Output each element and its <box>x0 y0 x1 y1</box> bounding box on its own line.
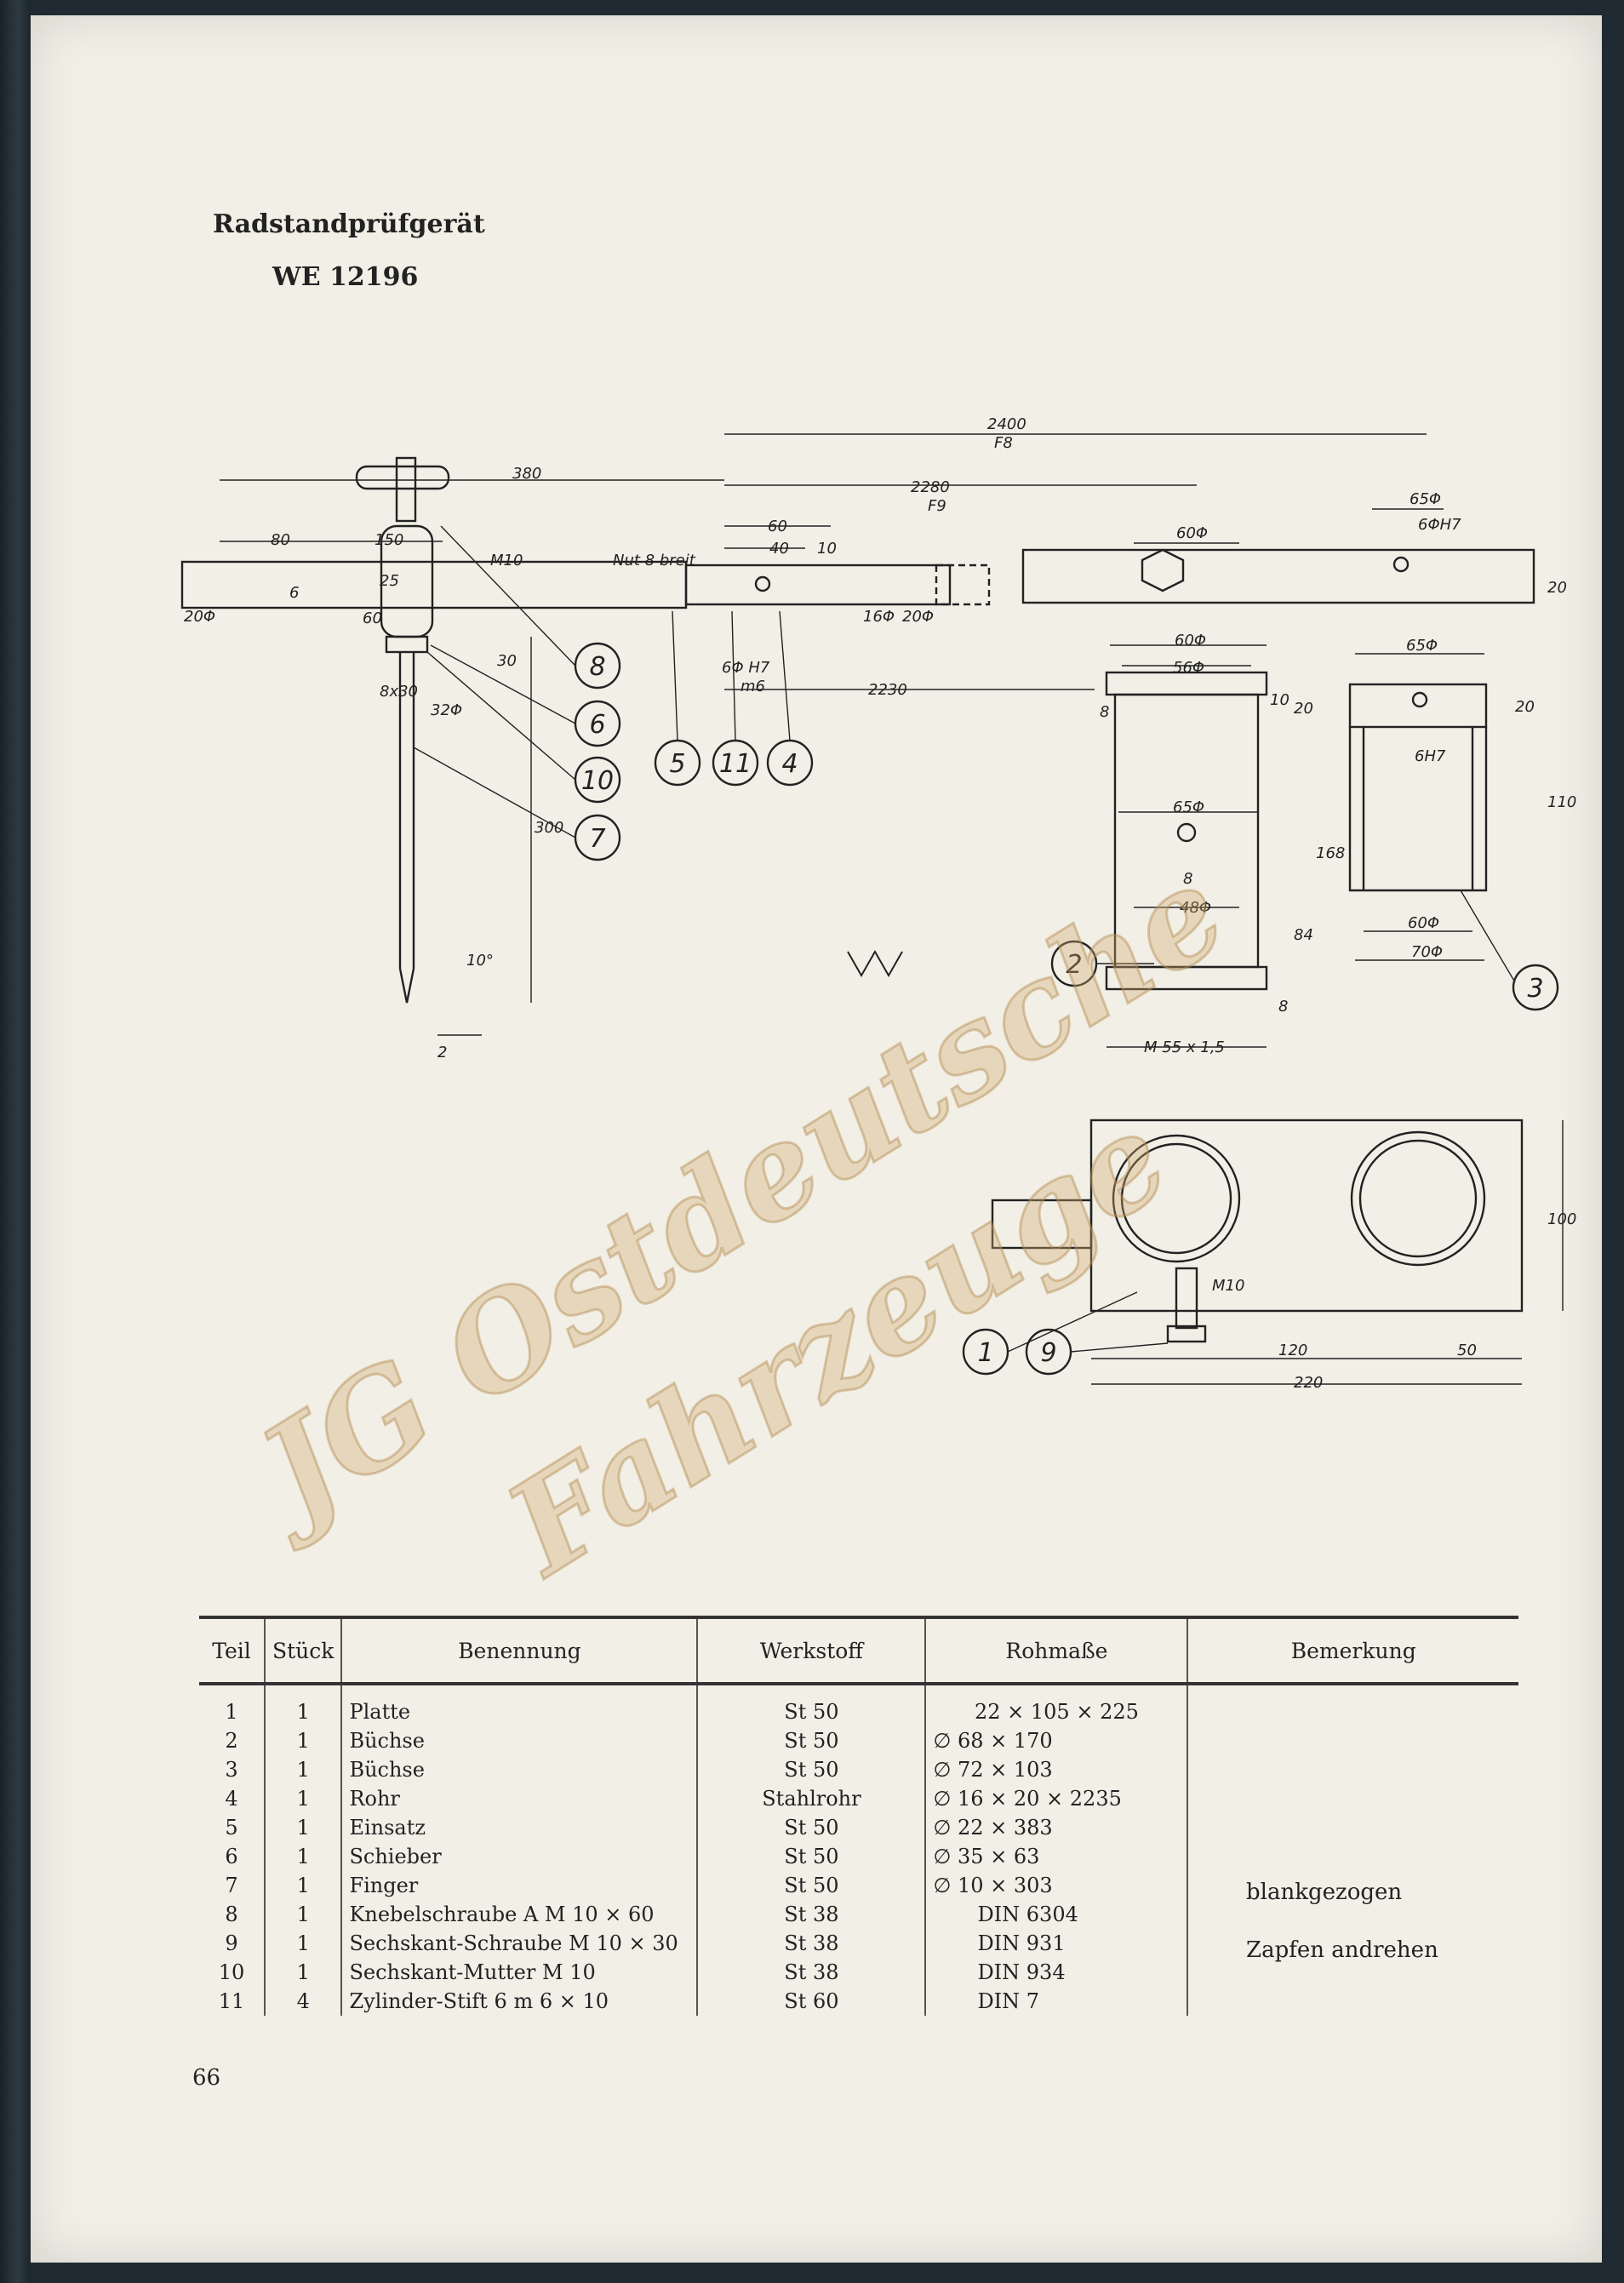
dim-label: F9 <box>928 497 946 515</box>
callout-number: 4 <box>781 749 798 779</box>
dim-label: 2280 <box>911 478 950 496</box>
dim-label: 16Φ <box>863 608 895 626</box>
callout-number: 7 <box>589 824 605 854</box>
book-binding <box>0 0 31 2283</box>
callout-number: 11 <box>719 749 752 779</box>
dim-label: 25 <box>380 572 399 590</box>
buechse-2 <box>1113 693 1260 969</box>
table-row: 9 1 Sechskant-Schraube M 10 × 30 St 38 D… <box>199 1929 1518 1958</box>
dim-label: 56Φ <box>1173 659 1204 677</box>
parts-list-table: Teil Stück Benennung Werkstoff Rohmaße B… <box>199 1616 1518 2016</box>
dim-label: 100 <box>1547 1210 1576 1228</box>
dim-label: 60Φ <box>1176 524 1208 542</box>
dim-label: 20 <box>1515 698 1535 716</box>
dim-label: 65Φ <box>1410 490 1441 508</box>
dim-label: 220 <box>1294 1374 1323 1392</box>
dim-label: 168 <box>1316 844 1345 862</box>
col-bemerkung: Bemerkung <box>1187 1616 1518 1685</box>
callout-number: 6 <box>589 710 605 740</box>
dim-label: 2 <box>437 1044 447 1061</box>
dim-label: 8 <box>1278 998 1288 1016</box>
col-werkstoff: Werkstoff <box>697 1616 927 1685</box>
document-page: Radstandprüfgerät WE 12196 <box>31 15 1602 2263</box>
dim-label: 110 <box>1547 793 1576 811</box>
dim-label: 380 <box>512 465 541 483</box>
dim-label: 10° <box>466 952 494 970</box>
crossbar <box>1021 548 1535 604</box>
table-row: 8 1 Knebelschraube A M 10 × 60 St 38 DIN… <box>199 1900 1518 1929</box>
table-row: 2 1 Büchse St 50 ∅ 68 × 170 <box>199 1726 1518 1755</box>
dim-label: 65Φ <box>1406 637 1438 655</box>
dim-label: 300 <box>535 819 563 837</box>
dim-label: 8 <box>1183 870 1192 888</box>
callout-number: 5 <box>669 749 685 779</box>
dim-label: 10 <box>1270 691 1289 709</box>
dim-label: 20Φ <box>902 608 934 626</box>
table-row: 3 1 Büchse St 50 ∅ 72 × 103 <box>199 1755 1518 1784</box>
dim-label: 8 <box>1100 703 1109 721</box>
drawing-number: WE 12196 <box>272 262 419 292</box>
table-row: 5 1 Einsatz St 50 ∅ 22 × 383 <box>199 1813 1518 1842</box>
dim-label: 60 <box>363 609 382 627</box>
dim-label: 48Φ <box>1180 899 1211 917</box>
dim-label: 2230 <box>868 681 907 699</box>
table-header-row: Teil Stück Benennung Werkstoff Rohmaße B… <box>199 1616 1518 1685</box>
dim-label: 2400 <box>987 415 1026 433</box>
callout-number: 10 <box>581 766 614 796</box>
dim-label: F8 <box>994 434 1013 452</box>
page-number: 66 <box>192 2065 221 2091</box>
dim-label: 8x30 <box>380 683 418 701</box>
dim-label: M 55 x 1,5 <box>1144 1039 1225 1056</box>
table-row: 4 1 Rohr Stahlrohr ∅ 16 × 20 × 2235 <box>199 1784 1518 1813</box>
drawing-title: Radstandprüfgerät <box>213 209 485 239</box>
dim-label: Nut 8 breit <box>613 552 696 569</box>
dim-label: 84 <box>1294 926 1313 944</box>
col-stueck: Stück <box>265 1616 343 1685</box>
remark-blankgezogen: blankgezogen <box>1246 1880 1403 1905</box>
dim-label: M10 <box>1212 1277 1244 1295</box>
dim-label: 60 <box>768 518 787 535</box>
dim-label: 20Φ <box>184 608 215 626</box>
callout-number: 1 <box>977 1338 993 1368</box>
remark-zapfen-andrehen: Zapfen andrehen <box>1246 1937 1438 1963</box>
dim-label: 60Φ <box>1408 914 1439 932</box>
col-benennung: Benennung <box>341 1616 699 1685</box>
einsatz-rod <box>180 560 688 609</box>
hex-nut <box>1141 548 1185 592</box>
dim-label: 120 <box>1278 1342 1307 1359</box>
rohr-tube <box>684 564 952 606</box>
dim-label: 20 <box>1547 579 1567 597</box>
dim-label: 80 <box>271 531 290 549</box>
callout-number: 8 <box>589 652 605 682</box>
dim-label: 6Φ H7 <box>722 659 770 677</box>
callout-number: 2 <box>1066 950 1082 980</box>
dim-label: 32Φ <box>431 701 462 719</box>
table-row: 7 1 Finger St 50 ∅ 10 × 303 <box>199 1871 1518 1900</box>
dim-label: 6H7 <box>1415 747 1446 765</box>
dim-label: 150 <box>375 531 403 549</box>
technical-drawing: 2400 F8 2280 F9 380 60 40 10 80 150 Nut … <box>180 415 1576 1392</box>
table-row: 6 1 Schieber St 50 ∅ 35 × 63 <box>199 1842 1518 1871</box>
table-row: 1 1 Platte St 50 22 × 105 × 225 <box>199 1684 1518 1726</box>
dim-label: M10 <box>490 552 523 569</box>
dim-label: 30 <box>497 652 517 670</box>
dim-label: 60Φ <box>1175 632 1206 649</box>
table-row: 10 1 Sechskant-Mutter M 10 St 38 DIN 934 <box>199 1958 1518 1987</box>
table-row: 11 4 Zylinder-Stift 6 m 6 × 10 St 60 DIN… <box>199 1987 1518 2016</box>
dim-label: 10 <box>817 540 837 558</box>
col-rohmasse: Rohmaße <box>925 1616 1189 1685</box>
dim-label: 40 <box>769 540 789 558</box>
dim-label: 70Φ <box>1411 943 1443 961</box>
dim-label: 6 <box>289 584 299 602</box>
dim-label: 65Φ <box>1173 798 1204 816</box>
dim-label: 20 <box>1294 700 1313 718</box>
buechse-3 <box>1348 727 1488 892</box>
callout-number: 9 <box>1040 1338 1056 1368</box>
callout-number: 3 <box>1527 974 1543 1004</box>
dim-label: 6ΦH7 <box>1418 516 1461 534</box>
dim-label: m6 <box>741 678 765 695</box>
col-teil: Teil <box>199 1616 266 1685</box>
dim-label: 50 <box>1457 1342 1477 1359</box>
